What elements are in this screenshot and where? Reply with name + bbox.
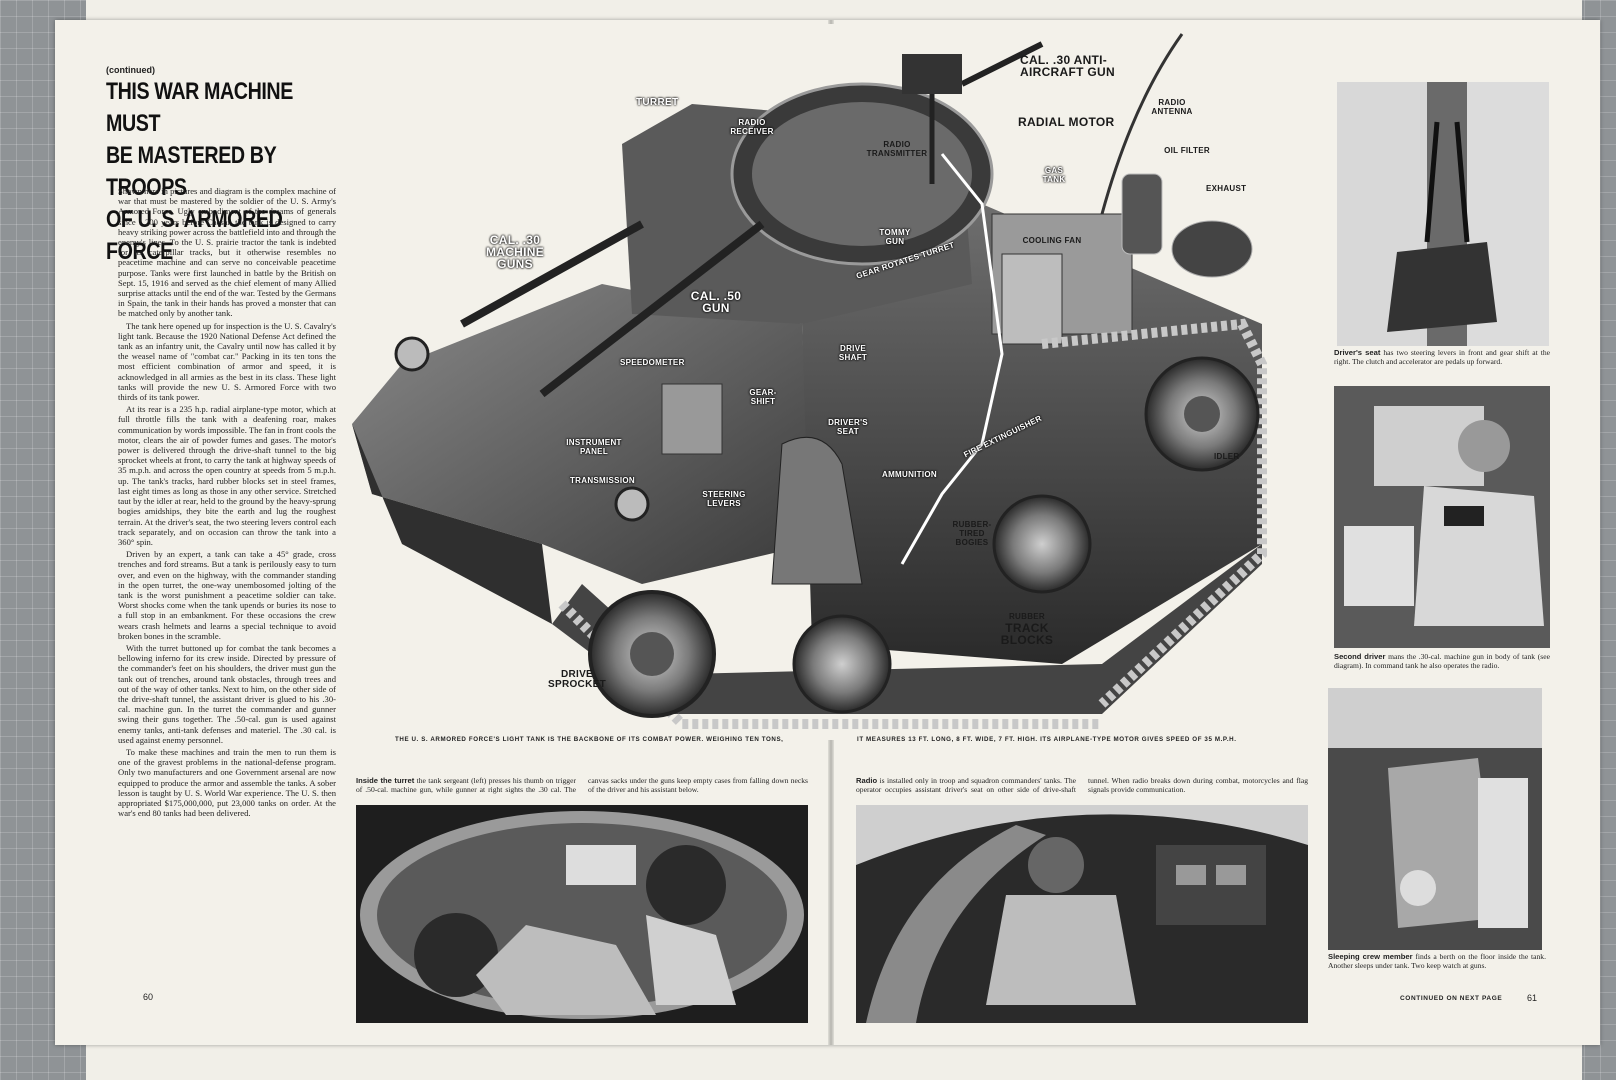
caption-drivers-seat: Driver's seat has two steering levers in… xyxy=(1334,348,1550,367)
label-track-blocks: TRACK BLOCKS xyxy=(1000,621,1054,647)
body-paragraph-3: At its rear is a 235 h.p. radial airplan… xyxy=(118,404,336,547)
caption-driver-lead: Driver's seat xyxy=(1334,348,1381,357)
caption-radio-text: is installed only in troop and squadron … xyxy=(856,776,1308,795)
caption-turret: Inside the turret the tank sergeant (lef… xyxy=(356,776,808,795)
cal50-gun-barrel xyxy=(539,220,765,398)
label-ammunition: AMMUNITION xyxy=(882,470,937,479)
caption-second-driver: Second driver mans the .30-cal. machine … xyxy=(1334,652,1550,671)
caption-turret-lead: Inside the turret xyxy=(356,776,415,785)
caption-sleep-lead: Sleeping crew member xyxy=(1328,952,1413,961)
page-number-left: 60 xyxy=(143,992,154,1002)
continued-on-next-page: CONTINUED ON NEXT PAGE xyxy=(1400,995,1503,1002)
label-exhaust: EXHAUST xyxy=(1206,184,1247,193)
label-radio-receiver: RADIO RECEIVER xyxy=(730,118,774,136)
label-instrument-panel: INSTRUMENT PANEL xyxy=(566,438,622,456)
caption-turret-text: the tank sergeant (left) presses his thu… xyxy=(356,776,808,795)
aa-gun-barrel xyxy=(960,41,1044,87)
caption-driver-text: has two steering levers in front and gea… xyxy=(1334,348,1550,367)
label-cooling-fan: COOLING FAN xyxy=(1022,236,1082,245)
diagram-caption-right: IT MEASURES 13 FT. LONG, 8 FT. WIDE, 7 F… xyxy=(857,736,1237,743)
body-paragraph-6: To make these machines and train the men… xyxy=(118,746,336,819)
article-body: Shown here in pictures and diagram is th… xyxy=(118,186,336,976)
label-oil-filter: OIL FILTER xyxy=(1164,146,1210,155)
label-radio-transmitter: RADIO TRANSMITTER xyxy=(866,140,928,158)
continued-label: (continued) xyxy=(106,65,155,75)
label-steering-levers: STEERING LEVERS xyxy=(702,490,746,508)
body-paragraph-4: Driven by an expert, a tank can take a 4… xyxy=(118,549,336,641)
label-drive-shaft: DRIVE SHAFT xyxy=(838,344,868,362)
label-turret: TURRET xyxy=(636,97,679,108)
label-rubber-tired-bogies: RUBBER-TIRED BOGIES xyxy=(952,520,992,547)
machine-gun-barrel xyxy=(460,220,644,328)
headline-line-3: OF U. S. ARMORED FORCE xyxy=(106,206,283,265)
photo-radio-operator xyxy=(856,805,1308,1023)
bogie-wheel-1 xyxy=(792,614,892,714)
caption-second-text: mans the .30-cal. machine gun in body of… xyxy=(1334,652,1550,671)
caption-radio: Radio is installed only in troop and squ… xyxy=(856,776,1308,795)
label-drivers-seat: DRIVER'S SEAT xyxy=(828,418,868,436)
label-speedometer: SPEEDOMETER xyxy=(620,358,685,367)
headline-line-2: BE MASTERED BY TROOPS xyxy=(106,142,276,201)
bogie-wheel-2 xyxy=(992,494,1092,594)
caption-sleeping-crew: Sleeping crew member finds a berth on th… xyxy=(1328,952,1546,971)
label-rubber: RUBBER xyxy=(1008,612,1046,621)
photo-sleeping-crew xyxy=(1328,688,1542,950)
radio-antenna-shape xyxy=(1100,33,1184,215)
caption-second-lead: Second driver xyxy=(1334,652,1386,661)
tank-cutaway-diagram: TURRET RADIO RECEIVER RADIO TRANSMITTER … xyxy=(342,24,1284,740)
label-gear-shift: GEAR-SHIFT xyxy=(749,388,777,406)
page-number-right: 61 xyxy=(1527,993,1538,1003)
track-shape xyxy=(552,544,1262,714)
caption-sleep-text: finds a berth on the floor inside the ta… xyxy=(1328,952,1546,971)
label-gas-tank: GAS TANK xyxy=(1042,166,1066,184)
label-aa-gun: CAL. .30 ANTI-AIRCRAFT GUN xyxy=(1020,53,1115,79)
label-radial-motor: RADIAL MOTOR xyxy=(1018,115,1115,129)
photo-inside-turret xyxy=(356,805,808,1023)
body-paragraph-2: The tank here opened up for inspection i… xyxy=(118,320,336,403)
label-tommy-gun: TOMMY GUN xyxy=(879,228,911,246)
label-cal50-gun: CAL. .50 GUN xyxy=(690,289,742,315)
photo-drivers-seat xyxy=(1337,82,1549,346)
headline: THIS WAR MACHINE MUST BE MASTERED BY TRO… xyxy=(106,76,344,268)
label-machine-guns: CAL. .30 MACHINE GUNS xyxy=(485,233,545,271)
label-idler: IDLER xyxy=(1214,452,1240,461)
body-paragraph-5: With the turret buttoned up for combat t… xyxy=(118,642,336,745)
label-drive-sprocket: DRIVE SPROCKET xyxy=(548,669,606,690)
body-paragraph-1: Shown here in pictures and diagram is th… xyxy=(118,186,336,319)
photo-second-driver xyxy=(1334,386,1550,648)
label-radio-antenna: RADIO ANTENNA xyxy=(1151,98,1193,116)
diagram-caption-left: THE U. S. ARMORED FORCE'S LIGHT TANK IS … xyxy=(395,736,784,743)
label-transmission: TRANSMISSION xyxy=(570,476,635,485)
headline-line-1: THIS WAR MACHINE MUST xyxy=(106,78,293,137)
caption-radio-lead: Radio xyxy=(856,776,878,785)
rear-hull-shape xyxy=(802,204,1262,664)
tank-illustration xyxy=(352,33,1267,729)
front-hull-shape xyxy=(352,284,812,584)
